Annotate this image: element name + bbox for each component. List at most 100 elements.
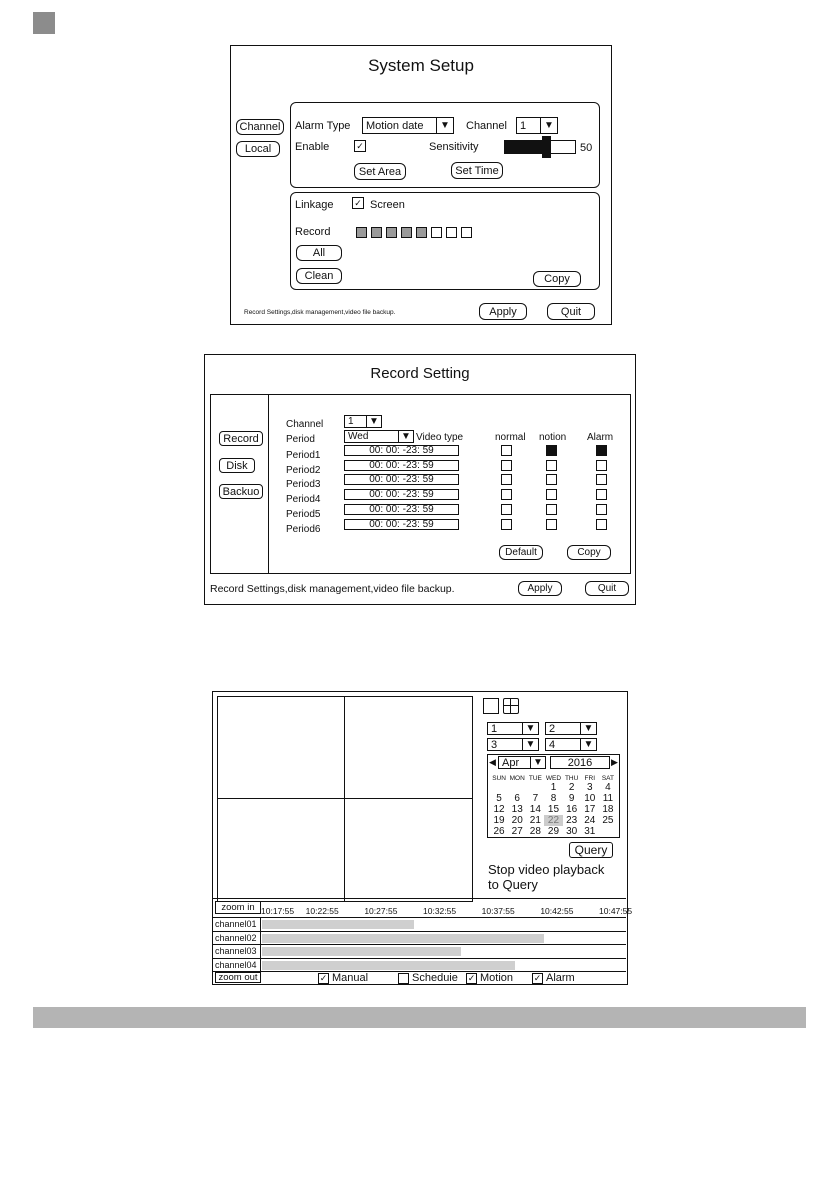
- calendar-day[interactable]: 17: [584, 804, 596, 815]
- channel-record-bar[interactable]: [262, 933, 545, 943]
- period-4-normal-checkbox[interactable]: [501, 489, 512, 501]
- calendar-day[interactable]: 6: [514, 793, 520, 804]
- calendar-day[interactable]: 31: [584, 826, 596, 837]
- period-time-input-5[interactable]: 00: 00: -23: 59: [344, 503, 459, 515]
- channel-record-bar[interactable]: [262, 920, 415, 929]
- playback-channel-select-2[interactable]: 2 ▼: [545, 722, 597, 735]
- calendar-day[interactable]: 26: [493, 826, 505, 837]
- calendar-day[interactable]: 24: [584, 815, 596, 826]
- calendar-day[interactable]: 5: [496, 793, 502, 804]
- calendar-day[interactable]: 9: [568, 793, 575, 804]
- calendar-day[interactable]: 23: [566, 815, 578, 826]
- zoom-in-button[interactable]: zoom in: [215, 901, 261, 914]
- period-6-notion-checkbox[interactable]: [546, 518, 557, 530]
- video-tile-4[interactable]: [345, 799, 472, 901]
- period-2-alarm-checkbox[interactable]: [596, 459, 607, 471]
- calendar-day[interactable]: 8: [550, 793, 557, 804]
- period-3-alarm-checkbox[interactable]: [596, 474, 607, 486]
- calendar-day[interactable]: 28: [529, 826, 541, 837]
- channel-select[interactable]: 1 ▼: [344, 415, 382, 428]
- calendar-day[interactable]: 29: [547, 826, 560, 837]
- filter-checkbox[interactable]: [398, 972, 409, 984]
- period-1-alarm-checkbox[interactable]: [596, 445, 607, 456]
- channel-select[interactable]: 1 ▼: [516, 117, 558, 134]
- period-2-notion-checkbox[interactable]: [546, 459, 557, 471]
- quit-button[interactable]: Quit: [547, 303, 595, 320]
- tab-backup[interactable]: Backuo: [219, 484, 263, 499]
- period-3-normal-checkbox[interactable]: [501, 474, 512, 486]
- period-3-notion-checkbox[interactable]: [546, 474, 557, 486]
- channel-record-bar[interactable]: [262, 960, 516, 970]
- period-6-normal-checkbox[interactable]: [501, 518, 512, 530]
- single-view-icon[interactable]: [483, 698, 499, 714]
- calendar-day[interactable]: 14: [529, 804, 541, 815]
- quad-view-icon[interactable]: [503, 698, 519, 714]
- enable-checkbox[interactable]: ✓: [354, 140, 366, 152]
- calendar-day[interactable]: 13: [511, 804, 523, 815]
- calendar-day[interactable]: 7: [532, 793, 539, 804]
- set-area-button[interactable]: Set Area: [354, 163, 406, 180]
- period-1-normal-checkbox[interactable]: [501, 445, 512, 456]
- record-channel-toggle-7[interactable]: [446, 227, 457, 239]
- sensitivity-slider-handle[interactable]: [542, 136, 552, 158]
- zoom-out-button[interactable]: zoom out: [215, 972, 261, 983]
- calendar-day[interactable]: 4: [605, 782, 611, 793]
- video-tile-1[interactable]: [218, 697, 345, 799]
- calendar-day[interactable]: 25: [602, 815, 614, 826]
- calendar-day[interactable]: 18: [602, 804, 614, 815]
- apply-button[interactable]: Apply: [479, 303, 527, 320]
- filter-motion[interactable]: ✓Motion: [466, 972, 513, 984]
- channel-record-bar[interactable]: [262, 947, 462, 956]
- period-day-select[interactable]: Wed ▼: [344, 430, 414, 443]
- video-tile-3[interactable]: [218, 799, 345, 901]
- alarm-type-select[interactable]: Motion date ▼: [362, 117, 454, 134]
- record-channel-toggle-3[interactable]: [386, 227, 397, 239]
- period-1-notion-checkbox[interactable]: [546, 445, 557, 456]
- record-channel-toggle-1[interactable]: [356, 227, 367, 239]
- tab-channel[interactable]: Channel: [236, 119, 284, 135]
- filter-manual[interactable]: ✓Manual: [318, 972, 368, 984]
- period-4-alarm-checkbox[interactable]: [596, 489, 607, 501]
- calendar-day[interactable]: 20: [511, 815, 523, 826]
- set-time-button[interactable]: Set Time: [451, 162, 503, 179]
- copy-button[interactable]: Copy: [567, 545, 611, 560]
- filter-scheduie[interactable]: Scheduie: [398, 972, 458, 984]
- calendar-day[interactable]: 15: [547, 804, 560, 815]
- calendar-day[interactable]: 3: [586, 782, 593, 793]
- filter-checkbox[interactable]: ✓: [532, 972, 543, 984]
- calendar-day[interactable]: 11: [602, 793, 614, 804]
- calendar-day[interactable]: 30: [566, 826, 578, 837]
- period-time-input-2[interactable]: 00: 00: -23: 59: [344, 459, 459, 471]
- calendar-day[interactable]: 27: [511, 826, 523, 837]
- period-time-input-6[interactable]: 00: 00: -23: 59: [344, 518, 459, 530]
- playback-channel-select-1[interactable]: 1 ▼: [487, 722, 539, 735]
- prev-month-icon[interactable]: ◀: [489, 757, 496, 767]
- playback-channel-select-4[interactable]: 4 ▼: [545, 738, 597, 751]
- filter-checkbox[interactable]: ✓: [318, 972, 329, 984]
- calendar-day[interactable]: 10: [584, 793, 596, 804]
- calendar-day[interactable]: 16: [566, 804, 578, 815]
- record-channel-toggle-5[interactable]: [416, 227, 427, 239]
- record-channel-toggle-2[interactable]: [371, 227, 382, 239]
- all-button[interactable]: All: [296, 245, 342, 261]
- period-5-normal-checkbox[interactable]: [501, 503, 512, 515]
- period-4-notion-checkbox[interactable]: [546, 489, 557, 501]
- screen-checkbox[interactable]: ✓: [352, 197, 364, 209]
- period-time-input-3[interactable]: 00: 00: -23: 59: [344, 474, 459, 486]
- default-button[interactable]: Default: [499, 545, 543, 560]
- clean-button[interactable]: Clean: [296, 268, 342, 284]
- period-time-input-4[interactable]: 00: 00: -23: 59: [344, 489, 459, 501]
- record-channel-toggle-6[interactable]: [431, 227, 442, 239]
- calendar-day[interactable]: 2: [568, 782, 575, 793]
- next-month-icon[interactable]: ▶: [611, 757, 618, 767]
- query-button[interactable]: Query: [569, 842, 613, 858]
- calendar-day[interactable]: 12: [493, 804, 505, 815]
- apply-button[interactable]: Apply: [518, 581, 562, 596]
- video-tile-2[interactable]: [345, 697, 472, 799]
- copy-button[interactable]: Copy: [533, 271, 581, 287]
- filter-checkbox[interactable]: ✓: [466, 972, 477, 984]
- month-select[interactable]: Apr ▼: [498, 756, 546, 769]
- tab-record[interactable]: Record: [219, 431, 263, 446]
- tab-local[interactable]: Local: [236, 141, 280, 157]
- calendar-day[interactable]: 1: [550, 782, 557, 793]
